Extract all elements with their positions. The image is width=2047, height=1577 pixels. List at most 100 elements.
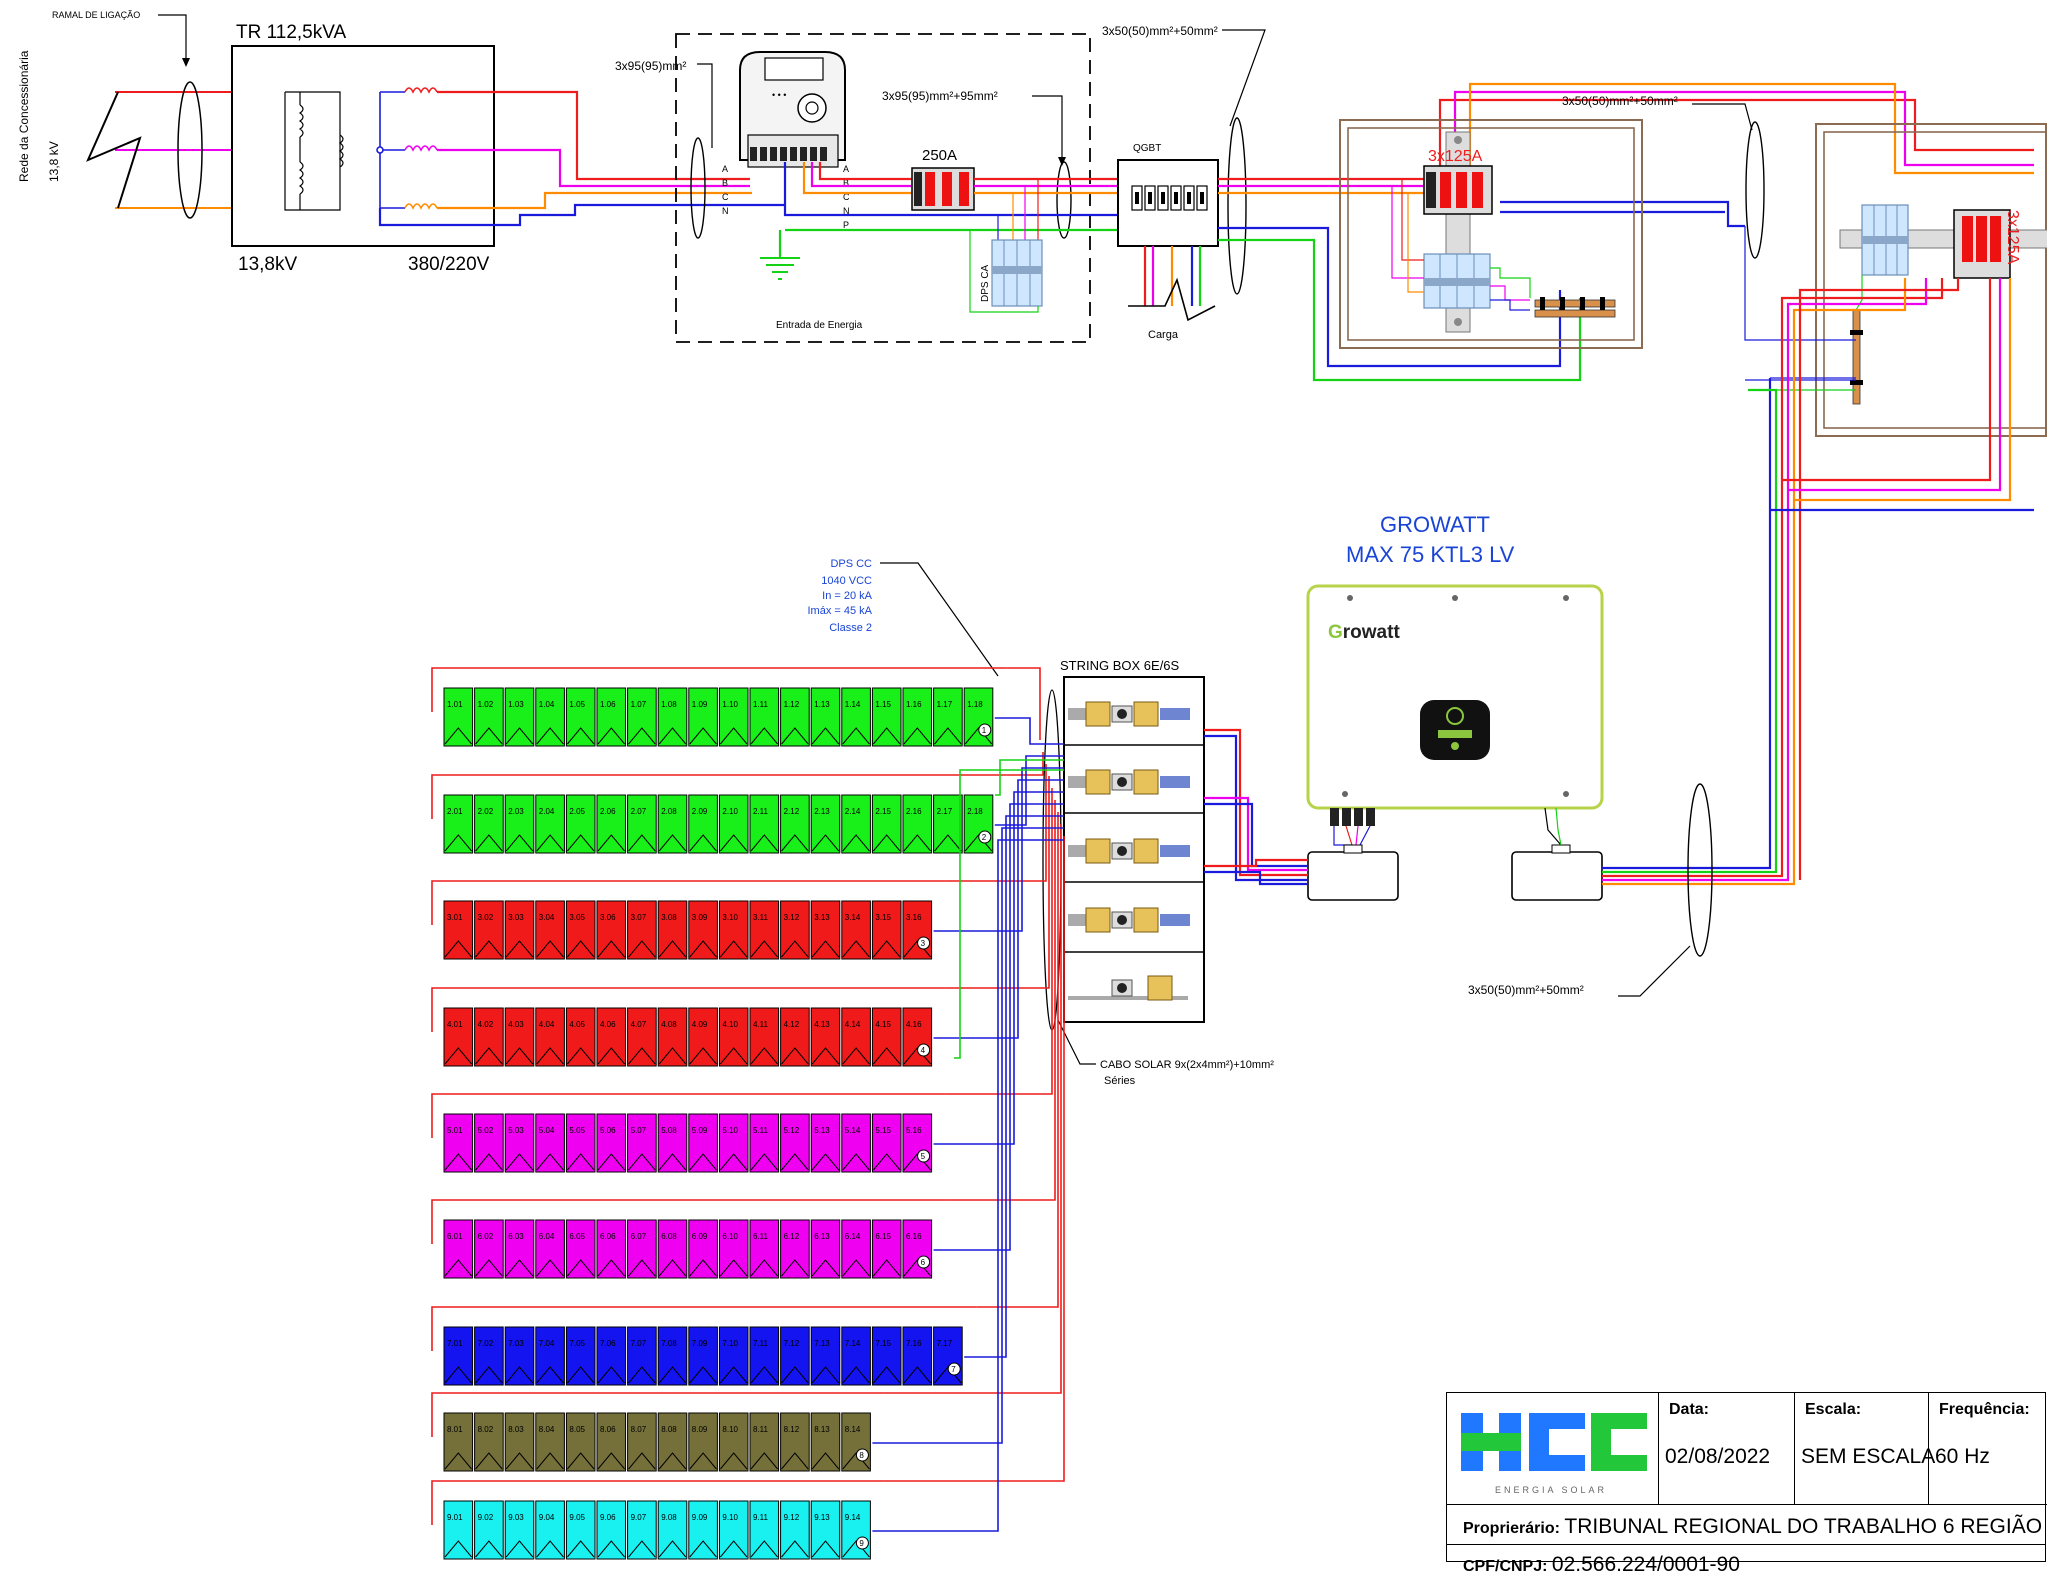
pv-module: 9.02 — [474, 1500, 504, 1560]
svg-text:In = 20 kA: In = 20 kA — [822, 590, 873, 602]
pv-module-label: 8.14 — [845, 1425, 861, 1434]
pv-module-label: 4.02 — [478, 1020, 494, 1029]
pv-module: 4.02 — [474, 1007, 504, 1067]
pv-module-label: 7.10 — [722, 1339, 738, 1348]
grid-voltage-label: 13,8 kV — [47, 141, 61, 182]
pv-module: 8.04 — [535, 1412, 565, 1472]
distribution-panel-2: 3x125A — [1744, 123, 2047, 437]
pv-module: 4.09 — [688, 1007, 718, 1067]
pv-module-label: 5.14 — [845, 1126, 861, 1135]
pv-module-label: 2.10 — [722, 807, 738, 816]
pv-module: 5.16 — [902, 1113, 933, 1173]
pv-module: 4.05 — [565, 1007, 596, 1067]
pv-module-label: 4.03 — [508, 1020, 524, 1029]
pv-module-label: 9.04 — [539, 1513, 555, 1522]
scale-value: SEM ESCALA — [1801, 1445, 1936, 1468]
pv-module-label: 4.16 — [906, 1020, 922, 1029]
pv-module: 8.07 — [627, 1412, 657, 1472]
pv-module-label: 8.01 — [447, 1425, 463, 1434]
pv-module-label: 3.01 — [447, 913, 463, 922]
svg-text:• • •: • • • — [772, 90, 786, 100]
pv-module-label: 2.08 — [661, 807, 677, 816]
pv-module-label: 6.03 — [508, 1232, 524, 1241]
string-box-cable-1: CABO SOLAR 9x(2x4mm²)+10mm² — [1100, 1059, 1274, 1071]
pv-module-label: 3.04 — [539, 913, 555, 922]
qgbt-label: QGBT — [1133, 143, 1161, 154]
scale-label: Escala: — [1805, 1401, 1862, 1418]
pv-module-label: 2.05 — [569, 807, 585, 816]
pv-module: 4.06 — [596, 1007, 627, 1067]
pv-module-label: 8.06 — [600, 1425, 616, 1434]
pv-module: 7.14 — [841, 1326, 871, 1386]
pv-module: 9.12 — [780, 1500, 810, 1560]
pv-module-label: 2.01 — [447, 807, 463, 816]
inverter-title-1: GROWATT — [1380, 512, 1490, 537]
pv-module: 2.10 — [718, 794, 749, 854]
entrance-cable-2: 3x95(95)mm²+95mm² — [882, 89, 998, 103]
pv-module: 5.13 — [810, 1113, 841, 1173]
pv-module: 6.07 — [627, 1219, 657, 1279]
pv-module: 8.01 — [443, 1412, 474, 1472]
pv-module: 7.04 — [535, 1326, 565, 1386]
transformer-primary-coils — [284, 91, 344, 211]
frequency-label: Frequência: — [1939, 1401, 2030, 1418]
pv-module-label: 2.15 — [875, 807, 891, 816]
pv-module-label: 8.10 — [722, 1425, 738, 1434]
pv-module: 1.08 — [657, 687, 688, 747]
pv-module: 6.15 — [871, 1219, 902, 1279]
surge-protector-ac: DPS CA — [969, 179, 1043, 313]
string-number: 1 — [982, 726, 987, 735]
pv-module: 9.01 — [443, 1500, 474, 1560]
pv-module: 7.07 — [627, 1326, 657, 1386]
pv-module-label: 2.12 — [784, 807, 800, 816]
string-number-marker — [855, 1448, 869, 1462]
pv-module: 3.14 — [841, 900, 871, 960]
pv-module: 3.15 — [871, 900, 902, 960]
pv-module-label: 8.12 — [784, 1425, 800, 1434]
pv-module-label: 3.13 — [814, 913, 830, 922]
string-number: 6 — [921, 1258, 926, 1267]
pv-module-label: 3.06 — [600, 913, 616, 922]
pv-module: 7.12 — [780, 1326, 810, 1386]
pv-module: 3.09 — [688, 900, 718, 960]
pv-module-label: 9.01 — [447, 1513, 463, 1522]
date-cell: Data: 02/08/2022 — [1659, 1393, 1795, 1505]
pv-module-label: 4.01 — [447, 1020, 463, 1029]
pv-module-label: 3.11 — [753, 913, 769, 922]
pv-module-label: 7.16 — [906, 1339, 922, 1348]
pv-module-label: 5.03 — [508, 1126, 524, 1135]
pv-module-label: 4.04 — [539, 1020, 555, 1029]
pv-module-label: 9.05 — [569, 1513, 585, 1522]
pv-module: 7.02 — [474, 1326, 504, 1386]
pv-module: 7.15 — [871, 1326, 902, 1386]
growatt-logo: Growatt — [1328, 622, 1400, 643]
pv-module: 8.02 — [474, 1412, 504, 1472]
pv-module-label: 6.12 — [784, 1232, 800, 1241]
pv-module-label: 8.02 — [478, 1425, 494, 1434]
pv-module: 2.18 — [963, 794, 994, 854]
pv-module: 9.11 — [749, 1500, 780, 1560]
pv-module-label: 5.04 — [539, 1126, 555, 1135]
pv-module-label: 4.14 — [845, 1020, 861, 1029]
string-number-marker — [855, 1536, 869, 1550]
pv-module: 6.11 — [749, 1219, 780, 1279]
scale-cell: Escala: SEM ESCALA — [1795, 1393, 1935, 1505]
title-block: ENERGIA SOLAR Data: 02/08/2022 Escala: S… — [1446, 1392, 2047, 1576]
pv-module: 6.12 — [780, 1219, 810, 1279]
pv-module-label: 3.15 — [875, 913, 891, 922]
pv-module: 1.13 — [810, 687, 841, 747]
pv-module-label: 1.07 — [631, 700, 647, 709]
pv-module-label: 9.09 — [692, 1513, 708, 1522]
pv-module: 9.10 — [718, 1500, 749, 1560]
pv-module-label: 1.05 — [569, 700, 585, 709]
pv-module: 5.03 — [504, 1113, 535, 1173]
pv-module-label: 1.13 — [814, 700, 830, 709]
pv-module-label: 7.05 — [569, 1339, 585, 1348]
pv-module: 7.03 — [504, 1326, 535, 1386]
pv-module-label: 3.09 — [692, 913, 708, 922]
svg-text:1040 VCC: 1040 VCC — [821, 575, 872, 587]
